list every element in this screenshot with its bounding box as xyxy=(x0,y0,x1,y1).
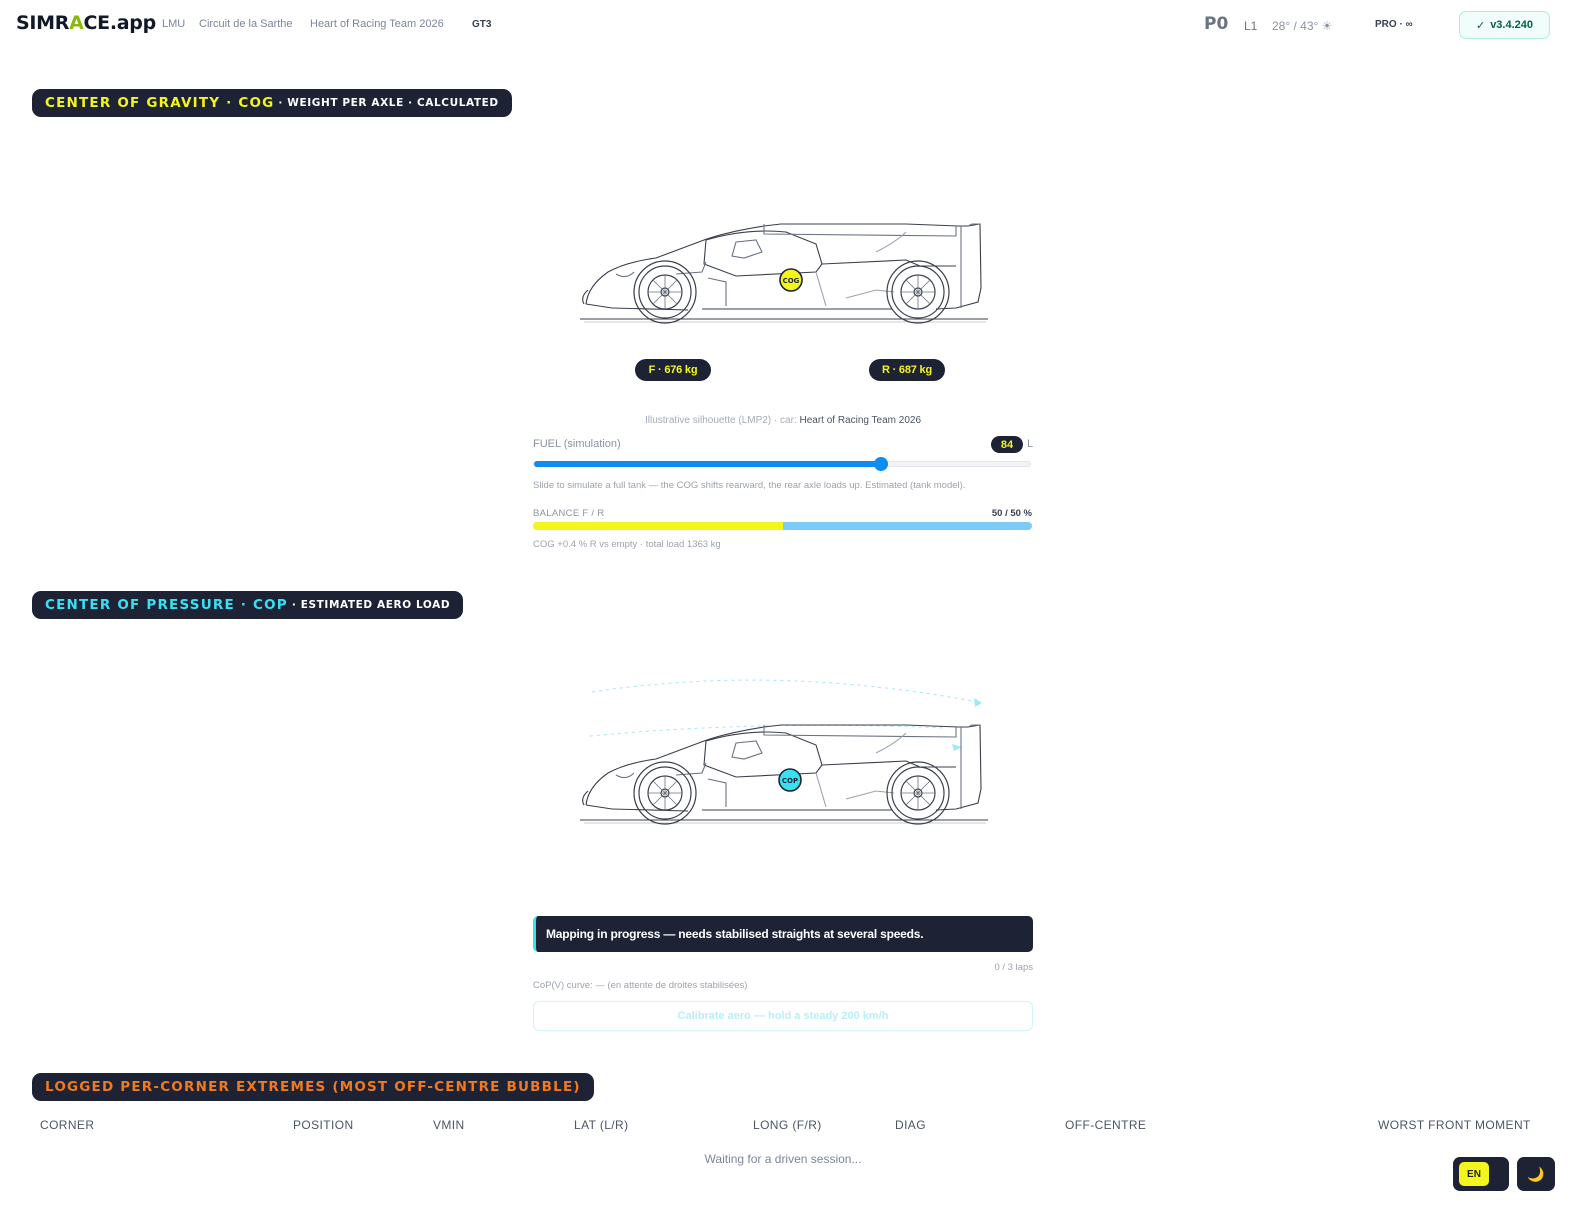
silhouette-caption: Illustrative silhouette (LMP2) · car: He… xyxy=(644,415,922,426)
app-logo[interactable]: SIMRACE.app xyxy=(16,12,156,34)
laps-counter: 0 / 3 laps xyxy=(994,962,1033,973)
fuel-value-badge: 84 xyxy=(991,436,1023,453)
breadcrumb-car[interactable]: Heart of Racing Team 2026 xyxy=(310,18,444,30)
column-header-long[interactable]: LONG (F/R) xyxy=(753,1118,822,1132)
car-silhouette-cop: COP xyxy=(580,724,988,825)
airflow-lines-icon xyxy=(589,679,982,751)
cop-section-header: CENTER OF PRESSURE · COP · ESTIMATED AER… xyxy=(32,591,464,619)
extremes-section-header: LOGGED PER-CORNER EXTREMES (MOST OFF-CEN… xyxy=(32,1073,594,1101)
cog-section-header: CENTER OF GRAVITY · COG · WEIGHT PER AXL… xyxy=(32,89,512,117)
fuel-help-text: Slide to simulate a full tank — the COG … xyxy=(533,480,966,491)
column-header-position[interactable]: POSITION xyxy=(293,1118,354,1132)
column-header-corner[interactable]: CORNER xyxy=(40,1118,95,1132)
balance-front-segment xyxy=(533,522,783,530)
fuel-slider-thumb[interactable] xyxy=(874,457,889,471)
moon-icon: 🌙 xyxy=(1527,1165,1545,1182)
check-icon: ✓ xyxy=(1475,19,1486,32)
column-header-worst-front-moment[interactable]: WORST FRONT MOMENT xyxy=(1378,1118,1531,1132)
top-bar: SIMRACE.app LMU Circuit de la Sarthe Hea… xyxy=(0,0,1570,50)
lap-indicator: L1 xyxy=(1244,19,1258,33)
balance-value: 50 / 50 % xyxy=(991,508,1032,519)
language-toggle-button[interactable]: EN xyxy=(1453,1157,1509,1191)
cog-title: CENTER OF GRAVITY · COG xyxy=(45,95,275,111)
aero-status-banner: Mapping in progress — needs stabilised s… xyxy=(533,916,1033,952)
fuel-slider[interactable] xyxy=(533,457,1031,471)
calibrate-aero-button[interactable]: Calibrate aero — hold a steady 200 km/h xyxy=(533,1001,1033,1031)
plan-badge: PRO · ∞ xyxy=(1375,19,1413,30)
version-badge[interactable]: ✓ v3.4.240 xyxy=(1459,11,1550,39)
empty-state-message: Waiting for a driven session... xyxy=(704,1152,862,1166)
cog-subtitle: · WEIGHT PER AXLE · CALCULATED xyxy=(278,97,499,109)
column-header-vmin[interactable]: VMIN xyxy=(433,1118,465,1132)
breadcrumb-game[interactable]: LMU xyxy=(162,18,186,30)
cop-subtitle: · ESTIMATED AERO LOAD xyxy=(291,599,451,611)
cog-marker-label: COG xyxy=(783,277,800,285)
breadcrumb-class[interactable]: GT3 xyxy=(472,19,492,30)
cog-marker-icon xyxy=(779,268,803,292)
cop-marker-icon xyxy=(778,768,802,792)
temperature-readout: 28° / 43° ☀ xyxy=(1272,19,1333,33)
rear-axle-load: R · 687 kg xyxy=(869,359,945,381)
fuel-slider-fill xyxy=(534,461,882,467)
cog-note: COG +0.4 % R vs empty · total load 1363 … xyxy=(533,539,721,550)
position-indicator: P0 xyxy=(1204,14,1229,34)
theme-toggle-button[interactable]: 🌙 xyxy=(1517,1157,1555,1191)
fuel-unit: L xyxy=(1027,438,1034,450)
column-header-off-centre[interactable]: OFF-CENTRE xyxy=(1065,1118,1147,1132)
car-silhouette-cog: COG xyxy=(580,223,988,324)
fuel-label: FUEL (simulation) xyxy=(533,438,621,450)
column-header-lat[interactable]: LAT (L/R) xyxy=(574,1118,629,1132)
cop-marker-label: COP xyxy=(782,777,798,785)
caption-car-name: Heart of Racing Team 2026 xyxy=(799,415,922,426)
balance-label: BALANCE F / R xyxy=(533,508,605,519)
cop-title: CENTER OF PRESSURE · COP xyxy=(45,597,288,613)
language-label: EN xyxy=(1459,1162,1489,1186)
column-header-diag[interactable]: DIAG xyxy=(895,1118,926,1132)
breadcrumb-track[interactable]: Circuit de la Sarthe xyxy=(199,18,293,30)
front-axle-load: F · 676 kg xyxy=(635,359,711,381)
cop-curve-readout: CoP(V) curve: — (en attente de droites s… xyxy=(533,980,748,991)
extremes-title: LOGGED PER-CORNER EXTREMES (MOST OFF-CEN… xyxy=(45,1079,581,1095)
balance-bar xyxy=(533,522,1032,530)
version-label: v3.4.240 xyxy=(1490,19,1534,31)
